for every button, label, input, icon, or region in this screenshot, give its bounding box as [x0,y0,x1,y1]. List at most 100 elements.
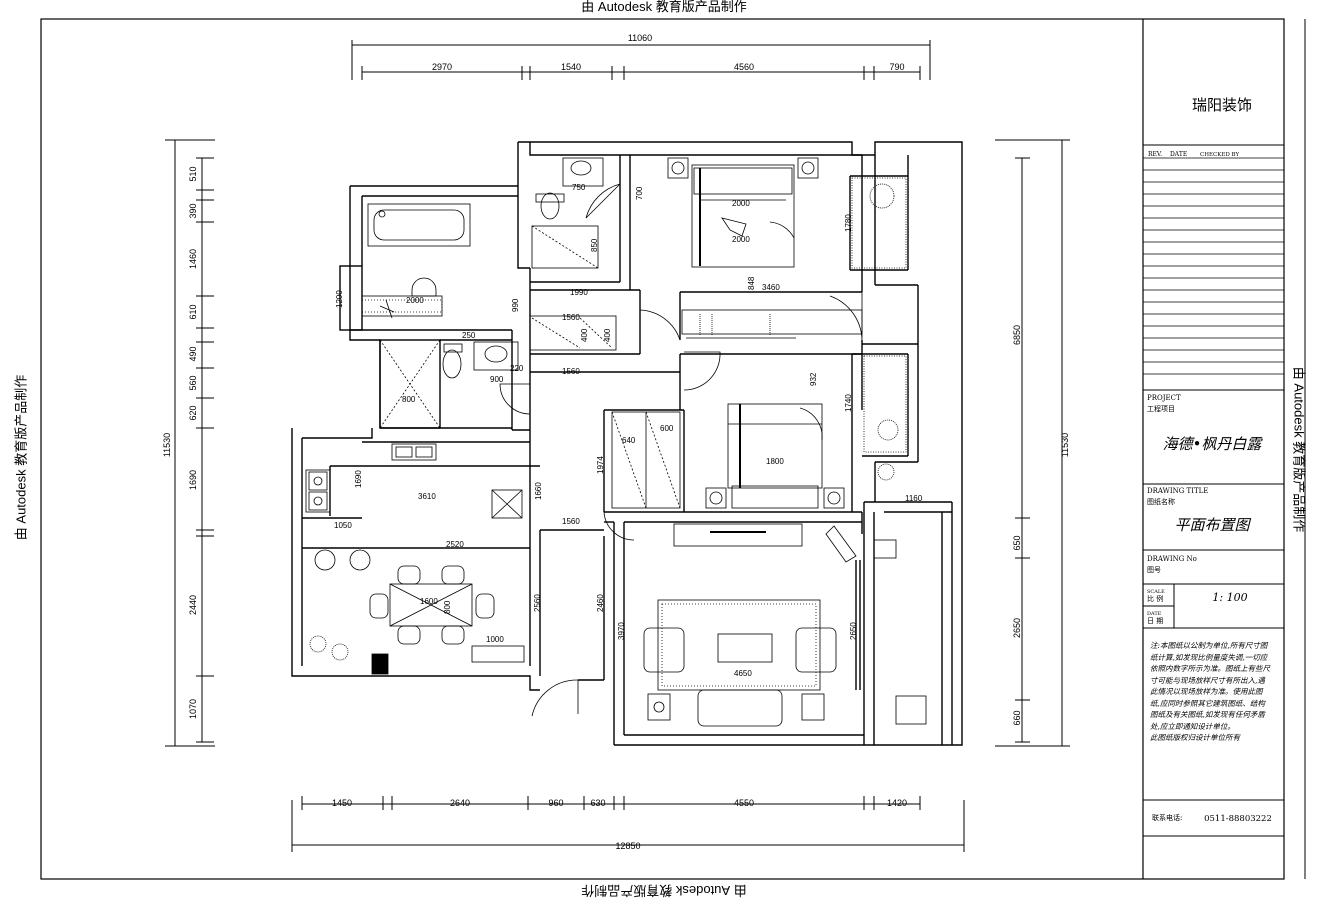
dim-interior-15: 400 [603,328,612,342]
project-label-cn: 工程项目 [1147,404,1175,413]
dim-interior-40: 4650 [734,669,752,678]
dim-interior-12: 990 [511,298,520,312]
dim-interior-36: 2560 [533,594,542,612]
scale-label-cn: 比 例 [1147,594,1163,603]
drawing-title-label: DRAWING TITLE [1147,487,1208,495]
dim-interior-30: 1050 [334,521,352,530]
drawing-no-label-cn: 图号 [1147,566,1161,574]
dim-interior-4: 2000 [732,199,750,208]
doors [499,183,863,717]
dim-right-4: 660 [1012,710,1022,725]
dim-top-4: 790 [889,62,904,72]
drawing-title-label-cn: 图纸名称 [1147,497,1175,506]
dim-left-6: 560 [188,375,198,390]
dim-interior-18: 220 [510,364,524,373]
dim-left-1: 510 [188,166,198,181]
dim-left-8: 1690 [188,470,198,490]
scale-label: SCALE [1147,589,1165,595]
rev-label: REV. [1148,151,1162,158]
dim-interior-35: 800 [443,600,452,614]
drawing-title: 平面布置图 [1174,516,1251,534]
dim-bottom-2: 2640 [450,798,470,808]
dim-left-10: 1070 [188,699,198,719]
dim-interior-38: 2460 [596,594,605,612]
left-dimensions: 11530 510 390 1460 610 490 560 620 1690 … [162,139,215,747]
dim-top-2: 1540 [561,62,581,72]
dim-left-7: 620 [188,405,198,420]
dim-interior-16: 250 [462,331,476,340]
notes-text: 注:本图纸以公制为单位,所有尺寸图纸计算,如发现比例量度失调,一切应依照内数字所… [1150,641,1270,731]
dim-interior-6: 1780 [844,214,853,232]
dim-interior-31: 2520 [446,540,464,549]
dim-bottom-4: 630 [590,798,605,808]
date-header-label: DATE [1170,151,1187,158]
dim-interior-25: 1974 [596,456,605,474]
dim-top-3: 4560 [734,62,754,72]
dim-left-9: 2440 [188,595,198,615]
dim-interior-24: 600 [660,424,674,433]
dim-interior-34: 1600 [420,597,438,606]
dim-bottom-6: 1420 [887,798,907,808]
bottom-dimensions: 1450 2640 960 630 4550 1420 12850 [291,796,965,852]
dim-interior-21: 932 [809,372,818,386]
drawing-notes: 注:本图纸以公制为单位,所有尺寸图纸计算,如发现比例量度失调,一切应依照内数字所… [1150,640,1272,744]
dim-interior-37: 1000 [486,635,504,644]
dim-right-2: 650 [1012,535,1022,550]
dim-interior-39: 3970 [617,622,626,640]
dim-bottom-5: 4550 [734,798,754,808]
project-name: 海德•枫丹白露 [1163,435,1264,453]
dim-interior-13: 1560 [562,313,580,322]
top-dimensions: 11060 2970 1540 4560 790 [351,33,931,80]
dim-left-4: 610 [188,304,198,319]
company-name: 瑞阳装饰 [1192,96,1252,114]
dim-interior-11: 2000 [406,296,424,305]
project-label: PROJECT [1147,394,1181,402]
dim-interior-29: 1660 [534,482,543,500]
dim-left-total: 11530 [162,433,172,457]
title-block: 瑞阳装饰 REV. DATE CHECKED BY PROJECT 工程项目 海… [1143,96,1284,837]
copyright-text: 此图纸版权归设计单位所有 [1150,733,1240,742]
dim-interior-22: 1740 [844,394,853,412]
dim-interior-23: 640 [622,436,636,445]
dim-bottom-3: 960 [548,798,563,808]
phone-label: 联系电话: [1152,813,1182,822]
dim-interior-26: 1800 [766,457,784,466]
dim-interior-10: 1200 [335,290,344,308]
dim-interior-17: 900 [490,375,504,384]
date-label-cn: 日 期 [1147,617,1163,625]
watermark-top: 由 Autodesk 教育版产品制作 [581,0,747,14]
date-label: DATE [1147,611,1162,617]
dim-interior-14: 400 [580,328,589,342]
dim-left-5: 490 [188,346,198,361]
dim-interior-7: 848 [747,276,756,290]
dim-interior-1: 750 [572,183,586,192]
dim-top-total: 11060 [628,33,652,43]
phone-number: 0511-88803222 [1204,814,1272,824]
dim-interior-3: 850 [590,238,599,252]
drawing-no-label: DRAWING No [1147,555,1197,563]
interior-dimension-labels: 750 700 850 2000 2000 1780 848 3460 1990… [334,183,923,678]
right-dimensions: 11530 6850 650 2650 660 [995,139,1070,747]
dim-interior-9: 1990 [570,288,588,297]
dim-right-1: 6850 [1012,325,1022,345]
dim-right-3: 2650 [1012,618,1022,638]
checked-by-label: CHECKED BY [1200,152,1239,158]
fixtures [305,157,927,727]
dim-bottom-1: 1450 [332,798,352,808]
dim-interior-5: 2000 [732,235,750,244]
dim-interior-20: 800 [402,395,416,404]
drawing-frame [40,18,1285,880]
dim-interior-8: 3460 [762,283,780,292]
dim-left-3: 1460 [188,249,198,269]
dim-interior-33: 1160 [905,494,923,503]
dim-interior-32: 1560 [562,517,580,526]
dim-top-1: 2970 [432,62,452,72]
dim-bottom-total: 12850 [615,841,640,851]
dim-interior-28: 3610 [418,492,436,501]
dim-interior-41: 2650 [849,622,858,640]
dim-left-2: 390 [188,203,198,218]
dim-interior-19: 1560 [562,367,580,376]
dim-right-total: 11530 [1060,433,1070,457]
dim-interior-27: 1690 [354,470,363,488]
